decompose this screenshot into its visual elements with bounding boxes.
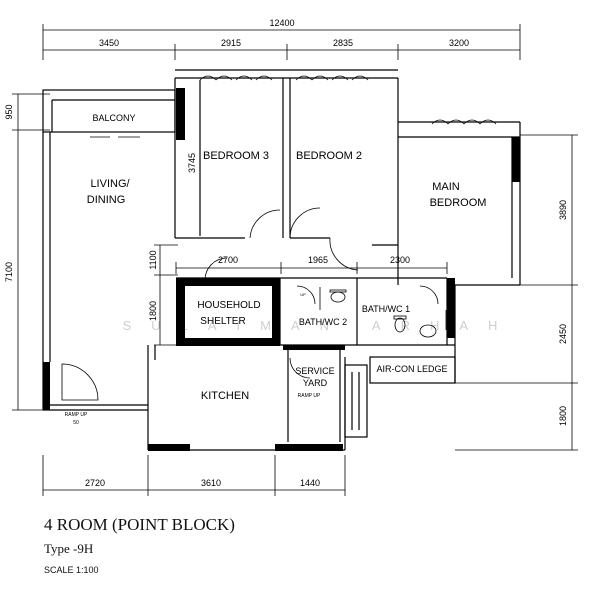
label-shelter-1: HOUSEHOLD [197,300,260,311]
label-balcony: BALCONY [92,113,135,123]
label-main-bedroom-1: MAIN [432,181,460,193]
dim-right-1800: 1800 [558,406,568,426]
label-shelter-2: SHELTER [200,316,245,327]
label-bath1: BATH/WC 1 [362,304,410,314]
dim-top-1: 3450 [99,38,119,48]
plan-scale: SCALE 1:100 [44,565,99,575]
plan-title: 4 ROOM (POINT BLOCK) [44,515,235,534]
dim-bottom-3: 1440 [300,478,320,488]
label-kitchen: KITCHEN [201,390,249,402]
column-fills [43,88,520,451]
label-aircon: AIR-CON LEDGE [376,364,447,374]
dim-right-2450: 2450 [558,324,568,344]
dim-right-3890: 3890 [558,200,568,220]
label-bath2: BATH/WC 2 [299,317,347,327]
dim-1800: 1800 [148,301,158,321]
dim-2700: 2700 [218,255,238,265]
dim-1100: 1100 [148,250,158,269]
label-main-bedroom-2: BEDROOM [430,197,487,209]
windows [90,75,497,138]
dim-top-total: 12400 [269,18,294,28]
dim-bottom-2: 3610 [201,478,221,488]
walls [42,69,521,451]
label-living-1: LIVING/ [90,178,130,190]
label-bedroom3: BEDROOM 3 [203,150,269,162]
note-ramp-up-a: RAMP UP [65,412,88,418]
note-ramp-yard: RAMP UP [298,393,321,399]
dim-left-7100: 7100 [4,262,14,282]
door-swings [61,207,439,401]
dim-top-4: 3200 [449,38,469,48]
plan-subtitle: Type -9H [44,541,94,556]
dim-top-2: 2915 [221,38,241,48]
dim-1965: 1965 [308,255,328,265]
label-service-1: SERVICE [295,366,334,376]
dim-3745: 3745 [187,153,197,173]
dim-left-950: 950 [4,104,14,119]
label-bedroom2: BEDROOM 2 [296,150,362,162]
dim-bottom-1: 2720 [85,478,105,488]
fixtures [319,287,447,338]
label-living-2: DINING [87,194,126,206]
dim-2300: 2300 [390,255,410,265]
label-service-2: YARD [303,378,328,388]
dimension-lines [12,24,578,496]
note-ramp-up-b: 50 [73,420,79,426]
dim-top-3: 2835 [333,38,353,48]
note-fd-up: UP [300,292,306,297]
